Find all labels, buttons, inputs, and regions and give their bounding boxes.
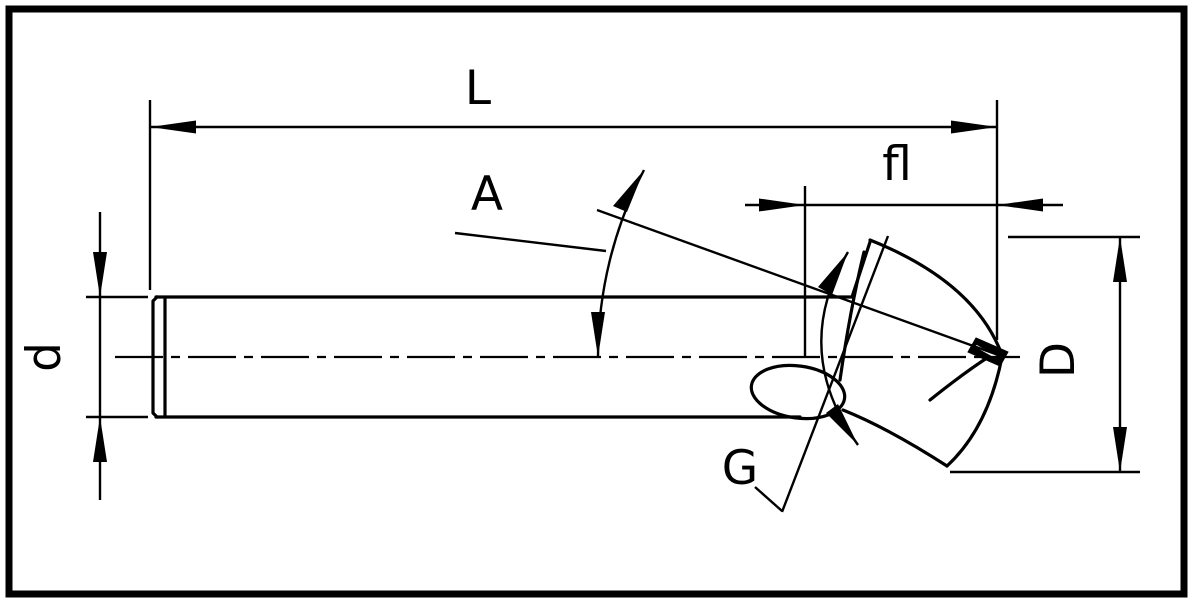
arrowhead xyxy=(613,170,644,212)
dimension-point-angle: A xyxy=(454,167,1002,358)
label-gash-angle: G xyxy=(722,441,758,496)
flute-edge-line xyxy=(838,250,866,382)
arrowhead xyxy=(759,198,805,212)
label-flute-length: fl xyxy=(882,137,912,192)
leader-line xyxy=(754,486,783,512)
arrowhead xyxy=(826,404,858,445)
flute-scoop xyxy=(749,363,847,421)
arrowhead xyxy=(1113,427,1127,472)
drawing-border xyxy=(5,5,1188,598)
dimension-flute-length: fl xyxy=(745,137,1063,358)
leader-line xyxy=(454,231,607,253)
dimension-gash-angle: G xyxy=(722,235,890,513)
arrowhead xyxy=(93,417,107,462)
label-overall-length: L xyxy=(465,61,491,116)
arrowhead xyxy=(93,252,107,297)
arrowhead xyxy=(818,252,848,295)
dimension-overall-length: L xyxy=(148,61,999,340)
label-point-angle: A xyxy=(471,167,503,222)
tool-head xyxy=(749,238,1009,468)
dimension-shank-diameter: d xyxy=(17,212,148,500)
dimension-cutting-diameter: D xyxy=(950,235,1140,474)
arrowhead xyxy=(150,120,196,134)
label-shank-diameter: d xyxy=(17,342,72,372)
insert-pocket-line xyxy=(928,354,992,402)
arrowhead xyxy=(1113,237,1127,282)
angle-construction-line xyxy=(780,235,890,513)
arrowhead xyxy=(951,120,997,134)
tool-geometry xyxy=(115,238,1020,468)
label-cutting-diameter: D xyxy=(1031,342,1086,378)
angle-construction-line xyxy=(596,208,1002,358)
arrowhead xyxy=(591,312,605,357)
arrowhead xyxy=(997,198,1043,212)
